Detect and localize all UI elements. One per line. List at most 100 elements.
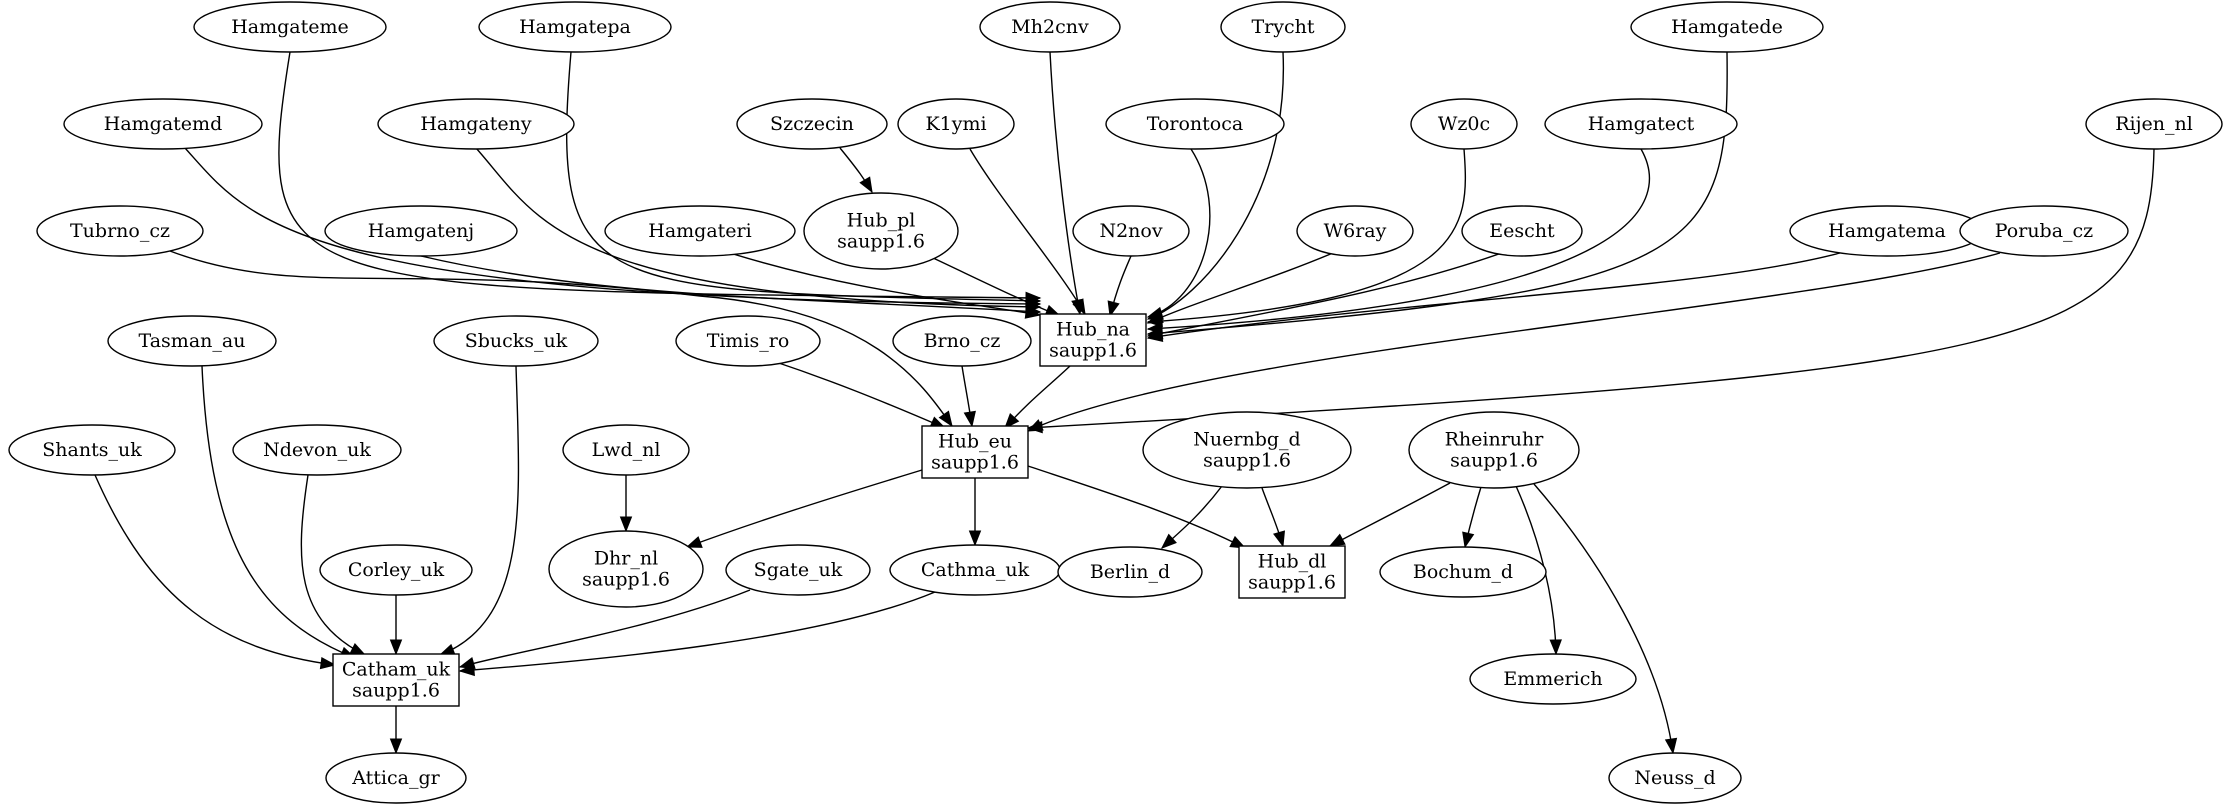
edges-layer (94, 51, 2155, 755)
node-hamgateri[interactable]: Hamgateri (604, 205, 796, 257)
node-neuss-d[interactable]: Neuss_d (1608, 752, 1742, 804)
node-ellipse (897, 98, 1015, 150)
node-hamgatede[interactable]: Hamgatede (1630, 1, 1824, 53)
node-label: Trycht (1251, 16, 1314, 38)
node-label: Tubrno_cz (70, 220, 170, 242)
node-label: K1ymi (925, 113, 986, 135)
node-label: Berlin_d (1090, 561, 1170, 583)
node-rijen-nl[interactable]: Rijen_nl (2085, 98, 2223, 150)
node-ellipse (1410, 98, 1518, 150)
arrowhead (1160, 533, 1177, 549)
node-label: Dhr_nl (594, 548, 658, 570)
node-label: saupp1.6 (1203, 450, 1291, 472)
node-ellipse (36, 205, 204, 257)
edge-hub_eu-to-cathma_uk (968, 477, 982, 547)
arrowhead (389, 639, 403, 656)
node-label: Emmerich (1503, 668, 1602, 690)
node-wz0c[interactable]: Wz0c (1410, 98, 1518, 150)
node-hamgatect[interactable]: Hamgatect (1544, 98, 1738, 150)
node-sbucks-uk[interactable]: Sbucks_uk (433, 315, 599, 367)
edge-rheinruhr-to-bochum_d (1462, 486, 1482, 549)
edge-nuernbg_d-to-berlin_d (1160, 485, 1223, 549)
node-timis-ro[interactable]: Timis_ro (675, 315, 821, 367)
node-shants-uk[interactable]: Shants_uk (8, 424, 176, 476)
node-label: Shants_uk (42, 439, 142, 461)
edge-line (686, 469, 923, 548)
node-label: saupp1.6 (837, 231, 925, 253)
node-cathma-uk[interactable]: Cathma_uk (889, 544, 1061, 596)
node-label: Hamgatema (1828, 220, 1946, 242)
node-hamgateny[interactable]: Hamgateny (377, 98, 575, 150)
node-box (1238, 545, 1346, 599)
node-torontoca[interactable]: Torontoca (1105, 98, 1285, 150)
arrowhead (1549, 639, 1562, 656)
edge-line (439, 365, 520, 656)
node-ellipse (1379, 546, 1547, 598)
node-ellipse (1630, 1, 1824, 53)
node-w6ray[interactable]: W6ray (1296, 205, 1414, 257)
node-mh2cnv[interactable]: Mh2cnv (979, 1, 1121, 53)
node-hamgatema[interactable]: Hamgatema (1789, 205, 1985, 257)
node-label: Eescht (1489, 220, 1555, 242)
node-hamgatepa[interactable]: Hamgatepa (478, 1, 672, 53)
node-eescht[interactable]: Eescht (1461, 205, 1583, 257)
edge-rheinruhr-to-hub_dl (1328, 482, 1451, 547)
edge-line (278, 51, 1041, 299)
node-ellipse (63, 98, 263, 150)
node-ellipse (1959, 205, 2129, 257)
node-ellipse (736, 98, 888, 150)
node-label: Neuss_d (1634, 767, 1715, 789)
node-label: Szczecin (770, 113, 854, 135)
node-label: Hamgatenj (368, 220, 474, 242)
node-corley-uk[interactable]: Corley_uk (319, 544, 473, 596)
node-bochum-d[interactable]: Bochum_d (1379, 546, 1547, 598)
edge-line (1049, 51, 1081, 315)
node-label: Bochum_d (1413, 561, 1513, 583)
node-label: Sbucks_uk (465, 330, 568, 352)
node-berlin-d[interactable]: Berlin_d (1057, 546, 1203, 598)
node-tasman-au[interactable]: Tasman_au (107, 315, 277, 367)
arrowhead (1146, 329, 1164, 343)
node-label: saupp1.6 (352, 680, 440, 702)
node-hamgateme[interactable]: Hamgateme (193, 1, 387, 53)
node-hamgatenj[interactable]: Hamgatenj (324, 205, 518, 257)
edge-line (1533, 483, 1674, 754)
node-hamgatemd[interactable]: Hamgatemd (63, 98, 263, 150)
node-attica-gr[interactable]: Attica_gr (325, 752, 467, 804)
edge-hamgateme-to-hub_na (278, 51, 1042, 305)
edge-line (566, 51, 1041, 302)
edge-catham_uk-to-attica_gr (389, 705, 403, 755)
node-poruba-cz[interactable]: Poruba_cz (1959, 205, 2129, 257)
node-label: Tasman_au (139, 330, 246, 352)
node-ellipse (324, 205, 518, 257)
node-szczecin[interactable]: Szczecin (736, 98, 888, 150)
node-n2nov[interactable]: N2nov (1072, 205, 1190, 257)
node-tubrno-cz[interactable]: Tubrno_cz (36, 205, 204, 257)
arrowhead (619, 516, 633, 533)
node-emmerich[interactable]: Emmerich (1469, 653, 1637, 705)
arrowhead (1328, 533, 1346, 547)
node-ellipse (803, 192, 959, 270)
node-brno-cz[interactable]: Brno_cz (892, 315, 1032, 367)
node-label: Sgate_uk (754, 559, 843, 581)
arrowhead (1146, 311, 1164, 324)
arrowhead (389, 738, 403, 755)
node-sgate-uk[interactable]: Sgate_uk (725, 544, 871, 596)
node-ellipse (232, 424, 402, 476)
node-trycht[interactable]: Trycht (1220, 1, 1346, 53)
node-lwd-nl[interactable]: Lwd_nl (562, 424, 690, 476)
node-k1ymi[interactable]: K1ymi (897, 98, 1015, 150)
node-ellipse (319, 544, 473, 596)
node-ndevon-uk[interactable]: Ndevon_uk (232, 424, 402, 476)
edge-hamgatede-to-hub_na (1146, 51, 1728, 340)
arrowhead (963, 410, 976, 428)
